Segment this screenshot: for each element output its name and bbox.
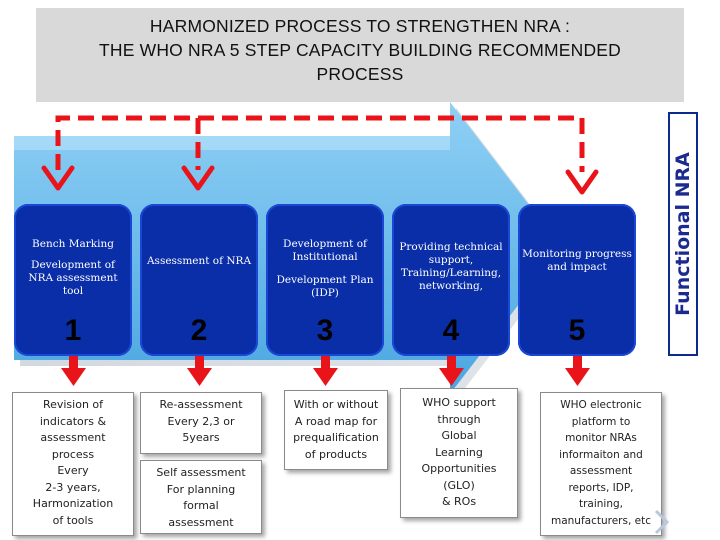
arrowhead-down-icon [565,169,599,195]
detail-box-4: WHO support through Global Learning Oppo… [400,388,518,518]
detail-1-line: 2-3 years, [45,480,101,494]
detail-4-line: WHO support [422,396,496,409]
detail-5-line: monitor NRAs [565,432,637,444]
detail-1-line: Every [57,464,89,477]
detail-2-line: Every 2,3 or [167,414,235,428]
functional-nra-label: Functional NRA [668,112,698,356]
step-2-number: 2 [190,314,208,347]
down-arrow-icon [439,354,464,386]
step-1-number: 1 [64,314,82,347]
down-arrow-icon [313,354,338,386]
detail-1-line: process [51,447,95,461]
detail-4-line: through [437,412,481,426]
detail-2-line: Self assessment [156,466,246,479]
step-connector-arrows [61,354,590,386]
down-arrow-icon [565,354,590,386]
detail-5-line: informaiton and [559,448,643,461]
detail-2-line: assessment [168,515,234,529]
title-line-3: PROCESS [316,64,404,84]
step-5-number: 5 [568,314,586,347]
step-4-description: Providing technical support, Training/Le… [399,241,503,292]
arrowhead-down-icon [181,165,215,191]
detail-box-2: Re-assessment Every 2,3 or 5years Self a… [140,392,262,536]
step-box-4: Providing technical support, Training/Le… [392,204,510,356]
step-3-number: 3 [316,314,334,347]
feedback-arrowheads [41,165,599,195]
step-box-1: Bench Marking Development of NRA assessm… [14,204,132,356]
detail-5-line: platform to [571,415,631,428]
step-2-description: Assessment of NRA [146,255,252,267]
detail-3-line: prequalification [293,431,379,444]
detail-1-line: of tools [52,513,94,527]
step-1-heading: Bench Marking [32,238,114,250]
detail-1-line: Harmonization [32,497,114,510]
step-box-5: Monitoring progress and impact 5 [518,204,636,356]
detail-4-line: Learning [435,445,483,459]
step-box-3: Development of Institutional Development… [266,204,384,356]
title-line-2: THE WHO NRA 5 STEP CAPACITY BUILDING REC… [98,40,622,60]
detail-2-line: 5years [182,431,220,444]
detail-4-line: & ROs [441,495,477,508]
detail-box-5: WHO electronic platform to monitor NRAs … [540,392,662,536]
step-3-heading: Development of Institutional [283,238,367,263]
detail-3-line: of products [304,447,368,461]
detail-5-line: WHO electronic [560,399,642,411]
detail-5-line: manufacturers, etc [550,514,651,527]
title-line-1: HARMONIZED PROCESS TO STRENGTHEN NRA : [149,16,571,36]
down-arrow-icon [61,354,86,386]
step-5-description: Monitoring progress and impact [522,248,632,273]
title-box: HARMONIZED PROCESS TO STRENGTHEN NRA : T… [36,8,684,102]
step-1-description: Development of NRA assessment tool [28,259,118,297]
detail-2-reassessment-box: Re-assessment Every 2,3 or 5years [140,392,262,454]
step-box-2: Assessment of NRA 2 [140,204,258,356]
arrowhead-down-icon [41,165,75,191]
detail-3-line: A road map for [294,414,378,428]
detail-2-line: For planning [166,482,236,496]
detail-4-line: (GLO) [443,478,475,492]
down-arrow-icon [187,354,212,386]
detail-2-line: Re-assessment [159,398,243,411]
detail-box-3: With or without A road map for prequalif… [284,390,388,470]
detail-2-self-assessment-box: Self assessment For planning formal asse… [140,460,262,534]
step-4-number: 4 [442,314,460,347]
detail-1-line: indicators & [39,414,107,428]
detail-4-line: Opportunities [421,462,497,475]
detail-box-1: Revision of indicators & assessment proc… [12,392,134,536]
detail-2-line: formal [183,499,219,512]
detail-1-line: Revision of [42,398,104,411]
feedback-loop-dashed-line [55,115,585,172]
functional-nra-text: Functional NRA [672,152,694,316]
process-arrow-highlight [14,136,450,150]
step-3-description: Development Plan (IDP) [276,274,374,299]
detail-5-line: reports, IDP, [568,481,634,494]
detail-5-line: assessment [569,465,633,477]
detail-1-line: assessment [40,431,106,444]
detail-3-line: With or without [293,398,379,411]
detail-4-line: Global [441,429,477,442]
detail-5-line: training, [578,498,623,510]
next-slide-chevron-icon[interactable] [650,508,672,536]
